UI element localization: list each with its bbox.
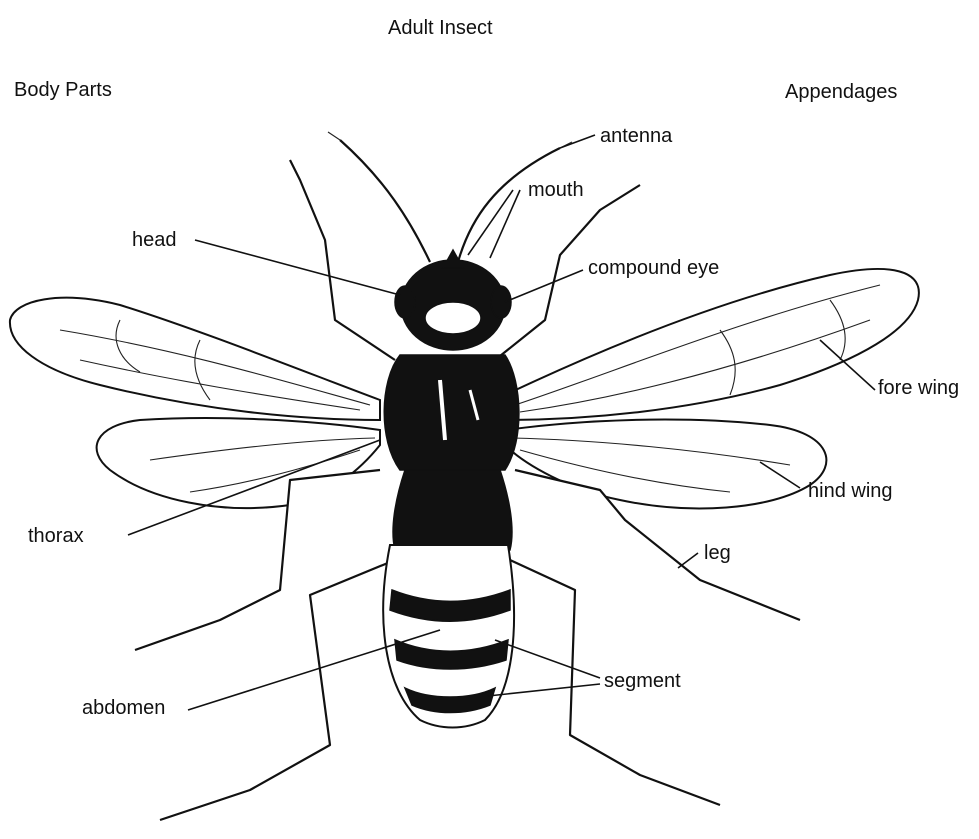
abdomen-label: abdomen [82,696,165,720]
diagram-title: Adult Insect [388,16,493,40]
left-compound-eye [395,286,415,318]
right-hind-wing [505,420,826,509]
appendages-heading: Appendages [785,80,897,104]
mouth-label: mouth [528,178,584,202]
antenna-pointer [560,135,595,148]
head-pointer [195,240,400,295]
body-parts-heading: Body Parts [14,78,112,102]
head-label: head [132,228,177,252]
insect-body [383,250,519,728]
compound-eye-label: compound eye [588,256,719,280]
right-fore-wing [505,269,919,420]
antenna-label: antenna [600,124,672,148]
thorax-label: thorax [28,524,84,548]
segment-label: segment [604,669,681,693]
leg-label: leg [704,541,731,565]
hind-wing-label: hind wing [808,479,893,503]
compound-eye-pointer [505,270,583,302]
right-compound-eye [491,286,511,318]
fore-wing-label: fore wing [878,376,959,400]
left-fore-wing [10,298,380,420]
